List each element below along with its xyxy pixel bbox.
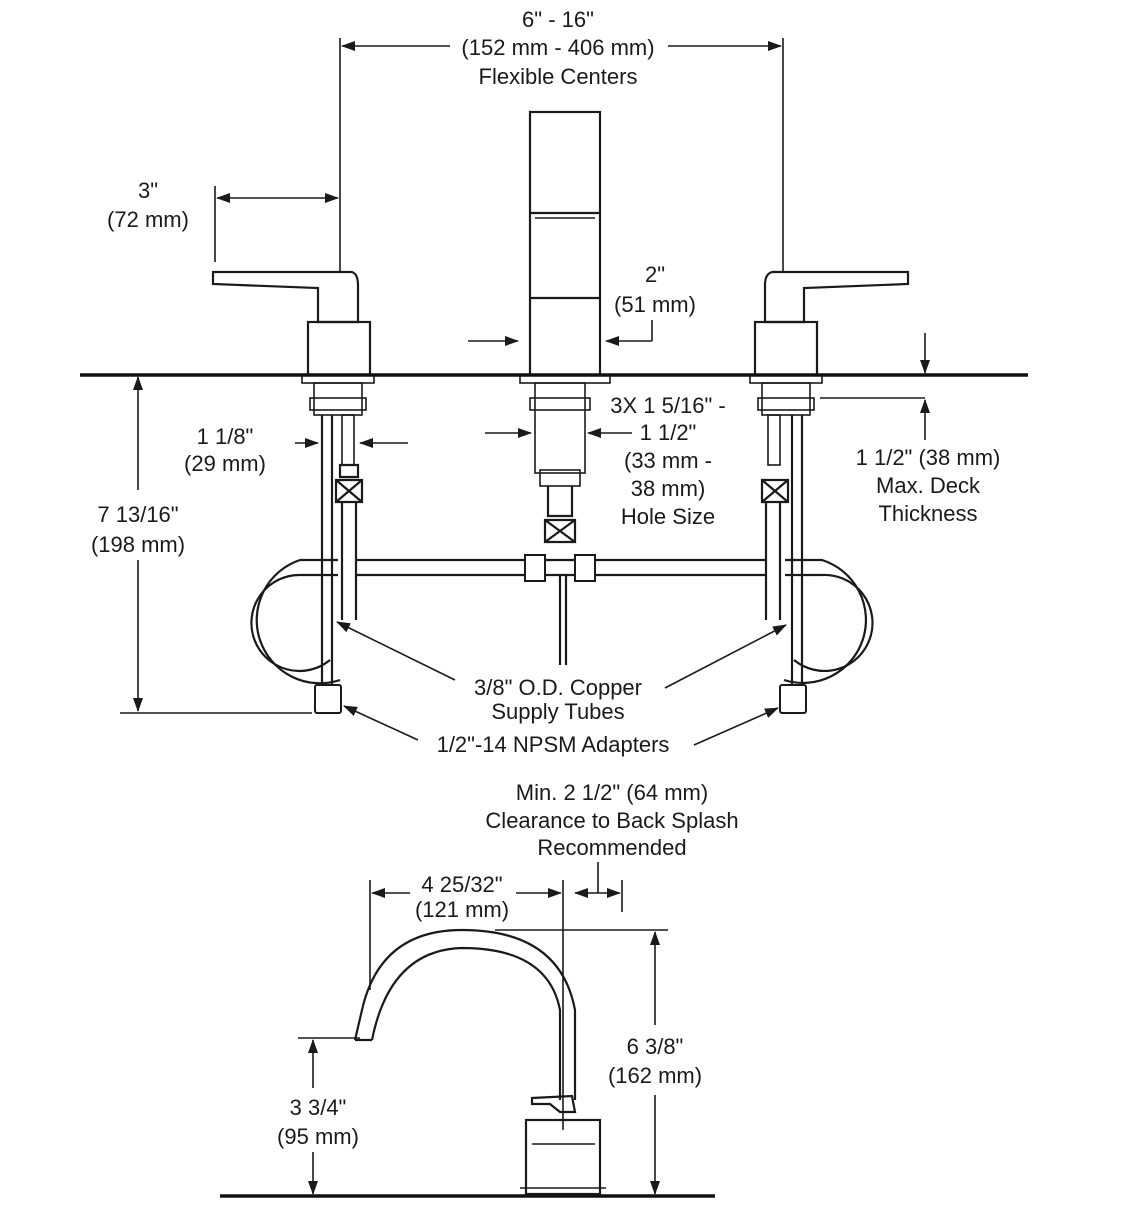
shank-dimension: 1 1/8" (29 mm) bbox=[184, 424, 408, 476]
hole-size-line-2: 1 1/2" bbox=[640, 420, 697, 445]
handle-reach-label: 3" bbox=[138, 178, 158, 203]
adapters-callout: 1/2"-14 NPSM Adapters bbox=[343, 705, 779, 757]
spout-reach-dimension: 4 25/32" (121 mm) bbox=[369, 862, 623, 1130]
supply-tubes-label-1: 3/8" O.D. Copper bbox=[474, 675, 642, 700]
faucet-side-profile bbox=[353, 928, 606, 1196]
clearance-line-3: Recommended bbox=[537, 835, 686, 860]
spout-reach-metric: (121 mm) bbox=[415, 897, 509, 922]
deck-thickness-label: 1 1/2" (38 mm) bbox=[856, 445, 1001, 470]
shank-label: 1 1/8" bbox=[197, 424, 254, 449]
hole-size-line-1: 3X 1 5/16" - bbox=[610, 393, 725, 418]
left-handle bbox=[211, 270, 375, 714]
spout-width-label: 2" bbox=[645, 262, 665, 287]
overall-height-dimension: 7 13/16" (198 mm) bbox=[91, 376, 312, 714]
centers-label: 6" - 16" bbox=[522, 7, 594, 32]
spout-height-label: 6 3/8" bbox=[627, 1034, 684, 1059]
outlet-height-metric: (95 mm) bbox=[277, 1124, 359, 1149]
shank-metric: (29 mm) bbox=[184, 451, 266, 476]
adapters-label: 1/2"-14 NPSM Adapters bbox=[437, 732, 670, 757]
spout-reach-label: 4 25/32" bbox=[421, 872, 502, 897]
hole-size-line-5: Hole Size bbox=[621, 504, 715, 529]
outlet-height-dimension: 3 3/4" (95 mm) bbox=[277, 1037, 360, 1195]
handle-reach-metric: (72 mm) bbox=[107, 207, 189, 232]
handle-reach-dimension: 3" (72 mm) bbox=[107, 178, 339, 262]
spout bbox=[519, 110, 611, 665]
front-view: 6" - 16" (152 mm - 406 mm) Flexible Cent… bbox=[80, 7, 1028, 757]
overall-height-label: 7 13/16" bbox=[97, 502, 178, 527]
supply-tubes bbox=[250, 554, 874, 685]
side-view: Min. 2 1/2" (64 mm) Clearance to Back Sp… bbox=[220, 780, 739, 1198]
clearance-line-2: Clearance to Back Splash bbox=[485, 808, 738, 833]
supply-tubes-label-2: Supply Tubes bbox=[491, 699, 624, 724]
overall-height-metric: (198 mm) bbox=[91, 532, 185, 557]
centers-dimension: 6" - 16" (152 mm - 406 mm) Flexible Cent… bbox=[339, 7, 784, 272]
hole-size-line-4: 38 mm) bbox=[631, 476, 706, 501]
spout-height-metric: (162 mm) bbox=[608, 1063, 702, 1088]
right-handle bbox=[749, 270, 910, 714]
supply-tubes-callout: 3/8" O.D. Copper Supply Tubes bbox=[336, 621, 787, 724]
centers-metric: (152 mm - 406 mm) bbox=[461, 35, 654, 60]
deck-thickness-dimension: 1 1/2" (38 mm) Max. Deck Thickness bbox=[820, 333, 1000, 526]
spout-width-dimension: 2" (51 mm) bbox=[468, 262, 696, 346]
hole-size-line-3: (33 mm - bbox=[624, 448, 712, 473]
spout-height-dimension: 6 3/8" (162 mm) bbox=[495, 929, 702, 1195]
clearance-line-1: Min. 2 1/2" (64 mm) bbox=[516, 780, 708, 805]
deck-thickness-caption-1: Max. Deck bbox=[876, 473, 981, 498]
deck-thickness-caption-2: Thickness bbox=[878, 501, 977, 526]
centers-caption: Flexible Centers bbox=[479, 64, 638, 89]
outlet-height-label: 3 3/4" bbox=[290, 1095, 347, 1120]
hole-size-dimension: 3X 1 5/16" - 1 1/2" (33 mm - 38 mm) Hole… bbox=[485, 393, 726, 529]
spout-width-metric: (51 mm) bbox=[614, 292, 696, 317]
